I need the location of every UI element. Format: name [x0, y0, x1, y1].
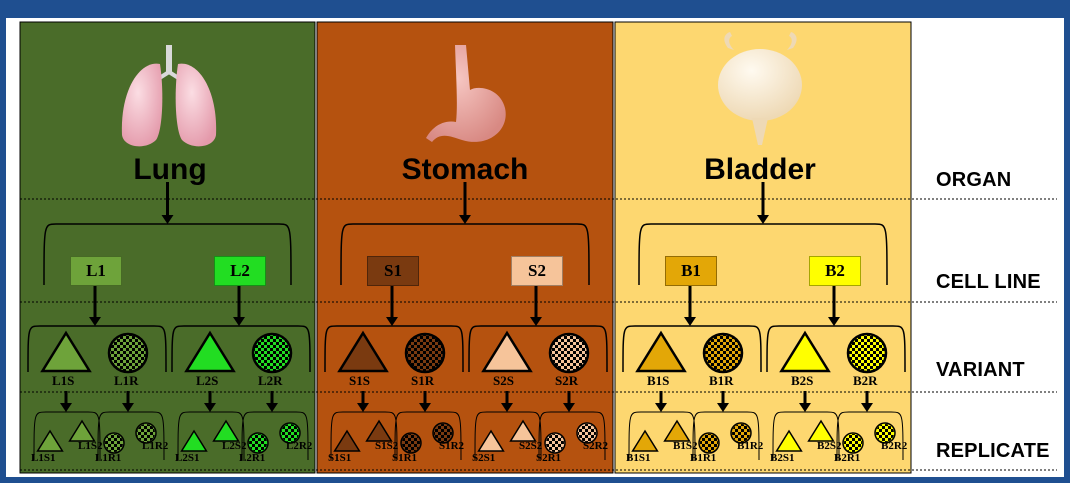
variant-l2r-label: L2R: [258, 373, 283, 389]
variant-b1r: [704, 334, 742, 372]
variant-l2s-label: L2S: [196, 373, 218, 389]
replicate-b1r2-label: B1R2: [737, 440, 763, 452]
variant-s2r-label: S2R: [555, 373, 578, 389]
replicate-s1r2-label: S1R2: [439, 440, 464, 452]
variant-s2r: [550, 334, 588, 372]
replicate-l1r1-label: L1R1: [95, 452, 121, 464]
replicate-s2r2-label: S2R2: [583, 440, 608, 452]
cell-line-s2: S2: [511, 256, 563, 286]
cell-line-b2: B2: [809, 256, 861, 286]
replicate-b1s1-label: B1S1: [626, 452, 650, 464]
cell-line-l2: L2: [214, 256, 266, 286]
replicate-s2r1-label: S2R1: [536, 452, 561, 464]
replicate-s1s2-label: S1S2: [375, 440, 398, 452]
variant-b2r: [848, 334, 886, 372]
variant-b1r-label: B1R: [709, 373, 734, 389]
variant-l2r: [253, 334, 291, 372]
replicate-b2r2-label: B2R2: [881, 440, 907, 452]
replicate-b2s1-label: B2S1: [770, 452, 794, 464]
variant-s2s-label: S2S: [493, 373, 514, 389]
row-label-variant: VARIANT: [936, 359, 1025, 382]
variant-l1s-label: L1S: [52, 373, 74, 389]
replicate-l1r1: [104, 433, 124, 453]
replicate-b1r1: [699, 433, 719, 453]
cell-line-l1: L1: [70, 256, 122, 286]
variant-b1s-label: B1S: [647, 373, 669, 389]
replicate-s2s2-label: S2S2: [519, 440, 542, 452]
replicate-s2s1-label: S2S1: [472, 452, 495, 464]
row-label-organ: ORGAN: [936, 169, 1011, 192]
row-label-cell-line: CELL LINE: [936, 271, 1041, 294]
replicate-b2r1-label: B2R1: [834, 452, 860, 464]
replicate-s1r1: [401, 433, 421, 453]
replicate-l1s2-label: L1S2: [78, 440, 102, 452]
replicate-s2r1: [545, 433, 565, 453]
replicate-s1s1-label: S1S1: [328, 452, 351, 464]
replicate-b2s2-label: B2S2: [817, 440, 841, 452]
variant-s1s-label: S1S: [349, 373, 370, 389]
replicate-s1r1-label: S1R1: [392, 452, 417, 464]
replicate-l1r2-label: L1R2: [142, 440, 168, 452]
organ-name-bladder: Bladder: [690, 153, 830, 187]
replicate-b1r1-label: B1R1: [690, 452, 716, 464]
variant-l1r: [109, 334, 147, 372]
variant-s1r: [406, 334, 444, 372]
replicate-l2r1: [248, 433, 268, 453]
replicate-l2r1-label: L2R1: [239, 452, 265, 464]
organ-name-lung: Lung: [105, 153, 235, 187]
replicate-l1s1-label: L1S1: [31, 452, 55, 464]
variant-b2r-label: B2R: [853, 373, 878, 389]
cell-line-b1: B1: [665, 256, 717, 286]
replicate-l2s2-label: L2S2: [222, 440, 246, 452]
replicate-b2r1: [843, 433, 863, 453]
organ-name-stomach: Stomach: [385, 153, 545, 187]
cell-line-s1: S1: [367, 256, 419, 286]
replicate-l2s1-label: L2S1: [175, 452, 199, 464]
row-label-replicate: REPLICATE: [936, 440, 1050, 463]
variant-b2s-label: B2S: [791, 373, 813, 389]
replicate-b1s2-label: B1S2: [673, 440, 697, 452]
variant-l1r-label: L1R: [114, 373, 139, 389]
variant-s1r-label: S1R: [411, 373, 434, 389]
replicate-l2r2-label: L2R2: [286, 440, 312, 452]
